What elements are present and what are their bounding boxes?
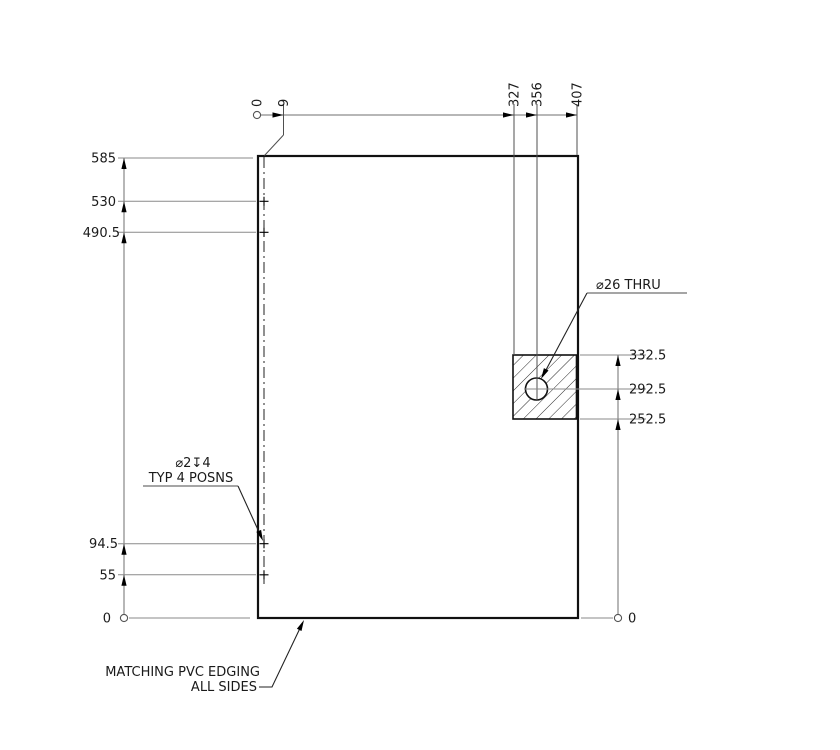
arrowhead [526, 112, 537, 118]
dim-left-0: 0 [103, 612, 111, 627]
small-hole-qty-text: TYP 4 POSNS [148, 471, 234, 486]
arrowhead [566, 112, 577, 118]
leader-arrowhead [296, 620, 304, 631]
leader-arrowhead [541, 368, 549, 379]
dim-left-530: 530 [91, 195, 116, 210]
dim-top-356: 356 [531, 82, 546, 107]
leader-line [237, 485, 263, 538]
hole-mark-94_5 [259, 539, 269, 549]
dim-left-490_5: 490.5 [83, 226, 120, 241]
arrowhead [121, 201, 127, 213]
station-jog-9 [264, 134, 284, 156]
dim-left-55: 55 [99, 568, 116, 583]
hole-mark-55 [259, 570, 269, 580]
dim-left-585: 585 [91, 152, 116, 167]
left-origin-marker [119, 613, 129, 623]
hole-centerline-group [259, 157, 269, 584]
arrowhead [121, 543, 127, 555]
hole-mark-490_5 [259, 227, 269, 237]
leader-line [259, 622, 303, 688]
dim-top-0: 0 [251, 99, 266, 107]
leader-arrowhead [256, 529, 263, 541]
arrowhead [615, 355, 621, 366]
leader-line [542, 292, 588, 377]
dim-right-292_5: 292.5 [629, 383, 666, 398]
cutout-region [512, 354, 578, 420]
right-dimension-chain: 332.5 292.5 252.5 0 [524, 349, 666, 627]
arrowhead [121, 158, 127, 169]
thru-hole-spec-text: ⌀26 THRU [596, 278, 661, 293]
dim-top-9: 9 [277, 99, 292, 107]
arrowhead [503, 112, 514, 118]
hole-mark-530 [259, 196, 269, 206]
dim-right-0: 0 [628, 612, 636, 627]
dim-right-252_5: 252.5 [629, 413, 666, 428]
arrowhead [121, 232, 127, 244]
edging-note-line1: MATCHING PVC EDGING [105, 665, 260, 680]
left-dimension-chain: 585 530 490.5 94.5 55 0 [83, 152, 256, 627]
dim-right-332_5: 332.5 [629, 349, 666, 364]
arrowhead [615, 419, 621, 430]
edging-note-line2: ALL SIDES [191, 680, 257, 695]
small-hole-spec-text: ⌀2↧4 [175, 456, 210, 471]
thru-hole-note: ⌀26 THRU [541, 278, 687, 379]
top-dimension-chain: 0 9 327 356 407 [251, 82, 586, 400]
top-origin-marker [252, 110, 262, 120]
arrowhead [615, 389, 621, 400]
dim-top-327: 327 [508, 82, 523, 107]
arrowhead [121, 574, 127, 586]
dim-left-94_5: 94.5 [89, 537, 118, 552]
small-hole-note: ⌀2↧4 TYP 4 POSNS [143, 456, 263, 541]
arrowhead [272, 112, 284, 118]
dim-top-407: 407 [571, 82, 586, 107]
edging-note: MATCHING PVC EDGING ALL SIDES [105, 620, 304, 695]
right-origin-marker [613, 613, 623, 623]
